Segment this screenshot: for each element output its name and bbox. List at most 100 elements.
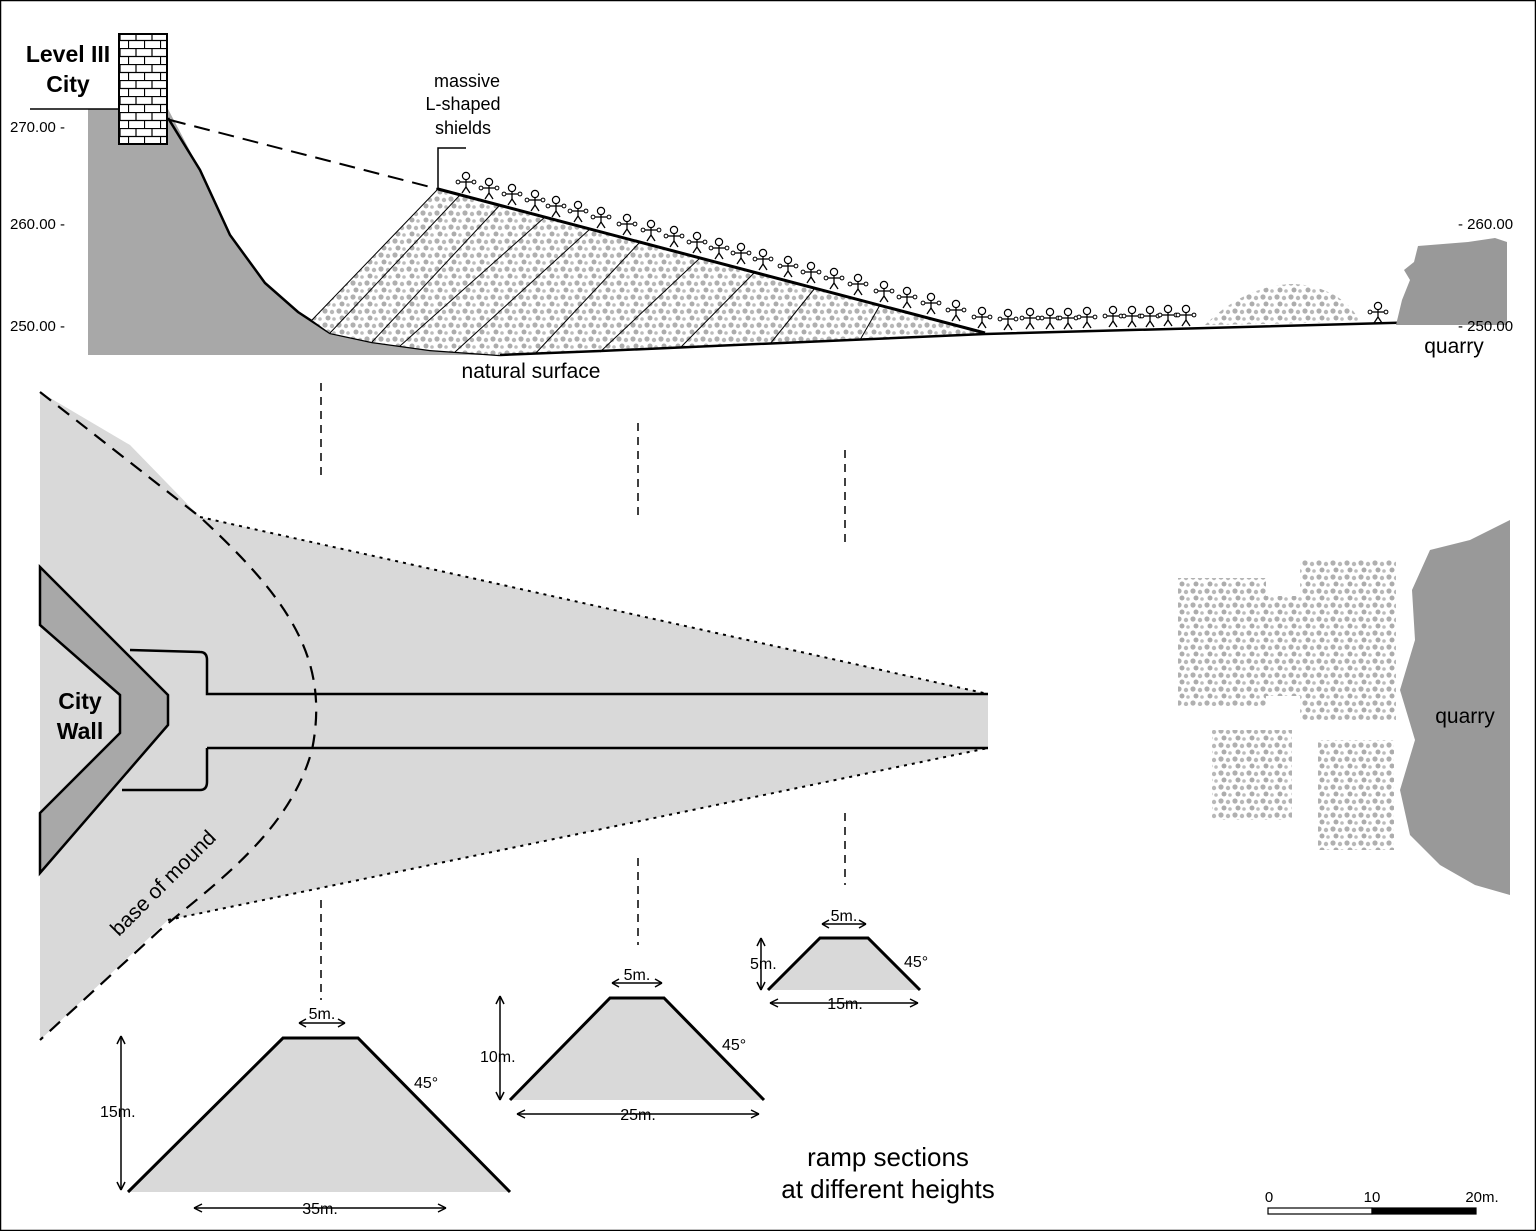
- section-medium-outline: [508, 996, 766, 1102]
- natural-surface-label: natural surface: [462, 360, 601, 383]
- worker-figure-icon: [945, 299, 967, 322]
- worker-figure-icon: [896, 286, 918, 309]
- worker-figure-icon: [524, 189, 546, 212]
- worker-figure-icon: [1157, 304, 1179, 327]
- section-medium-base-width: 25m.: [620, 1107, 656, 1124]
- worker-figure-icon: [1057, 307, 1079, 330]
- city-wall-label-line1: City: [58, 688, 102, 714]
- ramp-extent-upper: [199, 516, 989, 695]
- worker-figure-icon: [730, 242, 752, 265]
- worker-figure-icon: [663, 225, 685, 248]
- profile-section: Level III City massive L-shaped shields …: [10, 33, 1513, 383]
- scale-bar: 0 10 20m.: [1265, 1189, 1499, 1215]
- l-shaped-shield: [437, 147, 466, 189]
- city-hill: [88, 109, 500, 355]
- worker-figure-icon: [1367, 301, 1389, 324]
- plan-quarry: [1400, 520, 1510, 895]
- plan-view: City Wall base of mound quarry: [38, 391, 1510, 1041]
- elevation-right-250: - 250.00: [1458, 318, 1513, 335]
- section-large-height: 15m.: [100, 1104, 136, 1121]
- elevation-260: 260.00 -: [10, 216, 65, 233]
- section-medium: [510, 998, 764, 1100]
- quarry-rock: [1396, 238, 1507, 325]
- section-small-base-width: 15m.: [827, 996, 863, 1013]
- worker-figure-icon: [478, 177, 500, 200]
- worker-figure-icon: [1102, 305, 1124, 328]
- worker-figure-icon: [997, 308, 1019, 331]
- shield-label-line1: massive: [434, 71, 500, 91]
- worker-figure-icon: [1039, 307, 1061, 330]
- worker-figure-icon: [567, 200, 589, 223]
- worker-figure-icon: [590, 206, 612, 229]
- elevation-right-260: - 260.00: [1458, 216, 1513, 233]
- section-reference-lines: [320, 383, 846, 1000]
- arrow-icon: [116, 919, 919, 1213]
- mound-area: [40, 392, 988, 1040]
- worker-figure-icon: [1175, 304, 1197, 327]
- scale-tick-0: 0: [1265, 1189, 1273, 1206]
- plan-quarry-label: quarry: [1435, 705, 1495, 728]
- worker-figure-icon: [455, 171, 477, 194]
- city-wall-band: [38, 563, 170, 877]
- city-label-line2: City: [46, 71, 90, 97]
- city-wall-label-line2: Wall: [57, 718, 103, 744]
- worker-figure-icon: [616, 213, 638, 236]
- ramp-surface-line: [437, 187, 986, 335]
- section-large-top-width: 5m.: [309, 1006, 336, 1023]
- worker-figure-icon: [501, 183, 523, 206]
- elevation-270: 270.00 -: [10, 119, 65, 136]
- section-large-angle: 45°: [414, 1075, 438, 1092]
- worker-figure-icon: [1019, 307, 1041, 330]
- worker-figure-icon: [640, 219, 662, 242]
- worker-figure-icon: [823, 267, 845, 290]
- worker-figure-icon: [847, 273, 869, 296]
- worker-figure-icon: [1139, 305, 1161, 328]
- worker-figure-icon: [545, 195, 567, 218]
- worker-figure-icon: [752, 248, 774, 271]
- city-label-line1: Level III: [26, 41, 110, 67]
- worker-figure-icon: [800, 261, 822, 284]
- scale-bar-segment-2: [1371, 1207, 1477, 1215]
- worker-figure-icon: [777, 255, 799, 278]
- section-small-height: 5m.: [750, 956, 777, 973]
- base-of-mound-line: [39, 391, 318, 1041]
- worker-figure-icon: [920, 292, 942, 315]
- worker-figure-icon: [971, 306, 993, 329]
- brick-wall-icon: [118, 33, 168, 145]
- scale-bar-segment-1: [1267, 1207, 1373, 1215]
- worker-figure-icon: [686, 231, 708, 254]
- plan-stone-clusters: [1178, 560, 1396, 850]
- worker-figure-icon: [873, 280, 895, 303]
- ramp-causeway-outline: [122, 648, 988, 792]
- section-large-outline: [126, 1036, 512, 1194]
- section-medium-angle: 45°: [722, 1037, 746, 1054]
- section-large-base-width: 35m.: [302, 1201, 338, 1218]
- scale-tick-10: 10: [1364, 1189, 1381, 1206]
- section-small-top-width: 5m.: [831, 908, 858, 925]
- scale-tick-20: 20m.: [1465, 1189, 1498, 1206]
- section-small-angle: 45°: [904, 954, 928, 971]
- shield-label-line3: shields: [435, 118, 491, 138]
- ramp-sections: 5m. 15m. 35m. 45° 5m. 10m. 25m. 45° 5m. …: [100, 908, 995, 1218]
- shield-label-line2: L-shaped: [425, 94, 500, 114]
- stone-pile: [1205, 284, 1360, 325]
- projected-ramp-line: [169, 119, 439, 190]
- section-medium-top-width: 5m.: [624, 967, 651, 984]
- worker-figure-icon: [1076, 306, 1098, 329]
- natural-slope-line: [166, 117, 501, 357]
- section-small: [768, 938, 920, 990]
- natural-surface-line: [499, 319, 1464, 357]
- worker-figure-icon: [1121, 305, 1143, 328]
- profile-quarry-label: quarry: [1424, 335, 1484, 358]
- section-small-outline: [766, 936, 922, 992]
- worker-figure-icon: [708, 237, 730, 260]
- elevation-250: 250.00 -: [10, 318, 65, 335]
- ramp-extent-lower: [167, 747, 989, 921]
- sections-caption-line1: ramp sections: [807, 1142, 969, 1172]
- section-large: [128, 1038, 510, 1192]
- sections-caption-line2: at different heights: [781, 1174, 994, 1204]
- ramp-fill: [312, 189, 985, 355]
- section-medium-height: 10m.: [480, 1049, 516, 1066]
